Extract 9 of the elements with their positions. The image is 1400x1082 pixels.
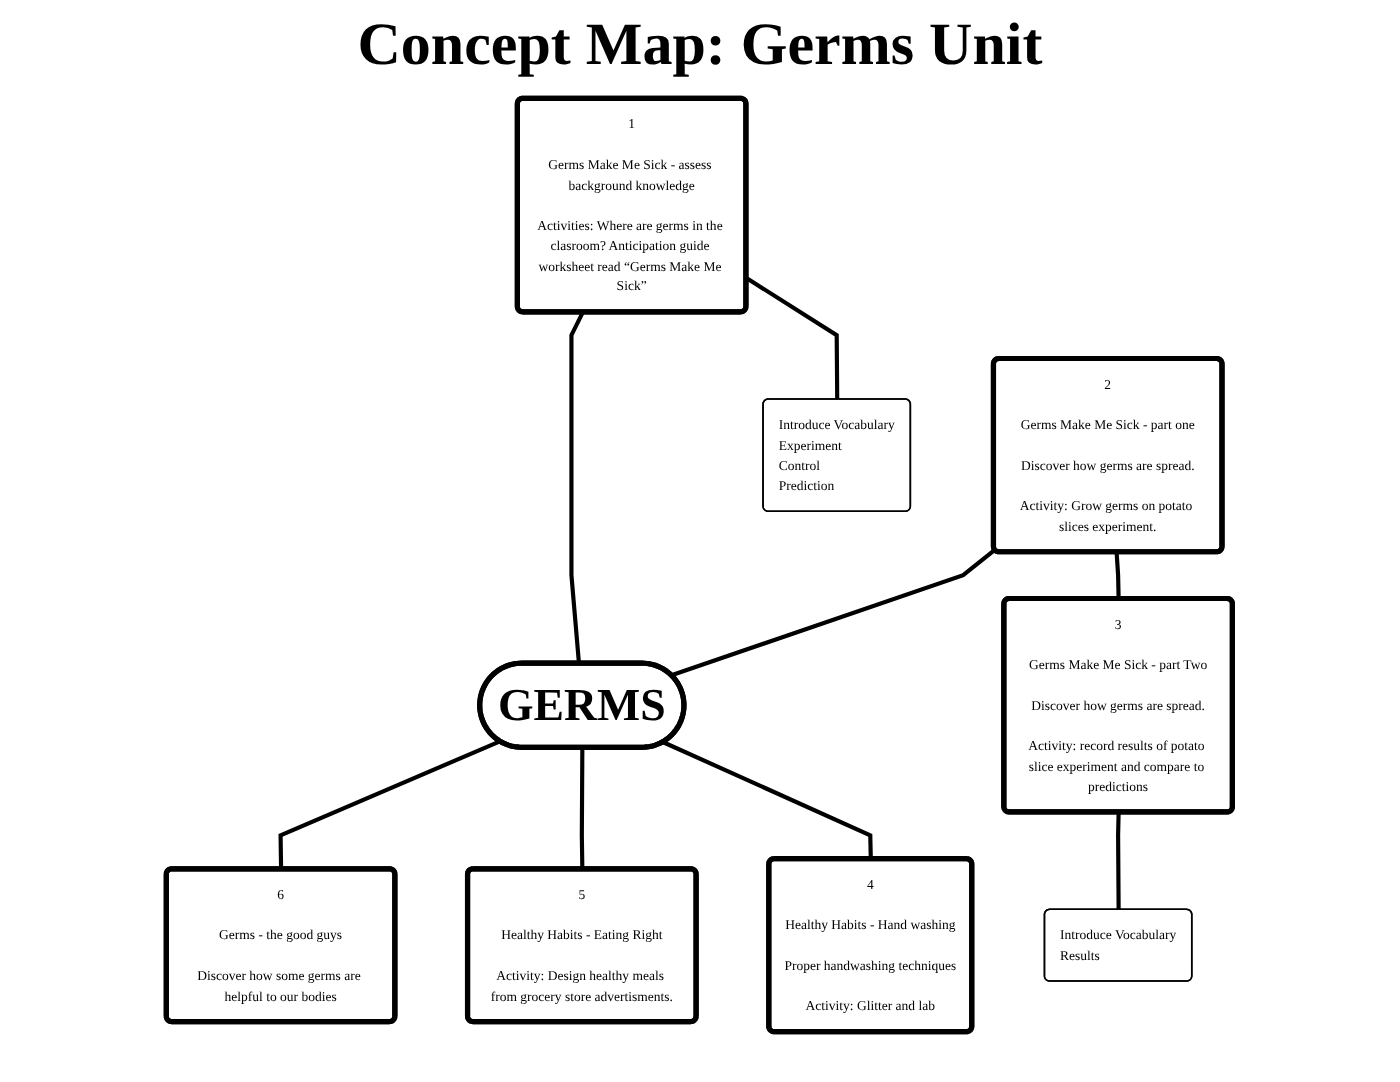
connector — [570, 310, 586, 663]
connector — [1116, 811, 1122, 909]
connector — [279, 738, 502, 869]
connector — [1115, 551, 1122, 599]
connector — [580, 746, 586, 869]
connector — [663, 739, 874, 859]
connector — [671, 547, 997, 677]
connector — [745, 275, 840, 399]
diagram-title: Concept Map: Germs Unit — [355, 12, 1045, 80]
